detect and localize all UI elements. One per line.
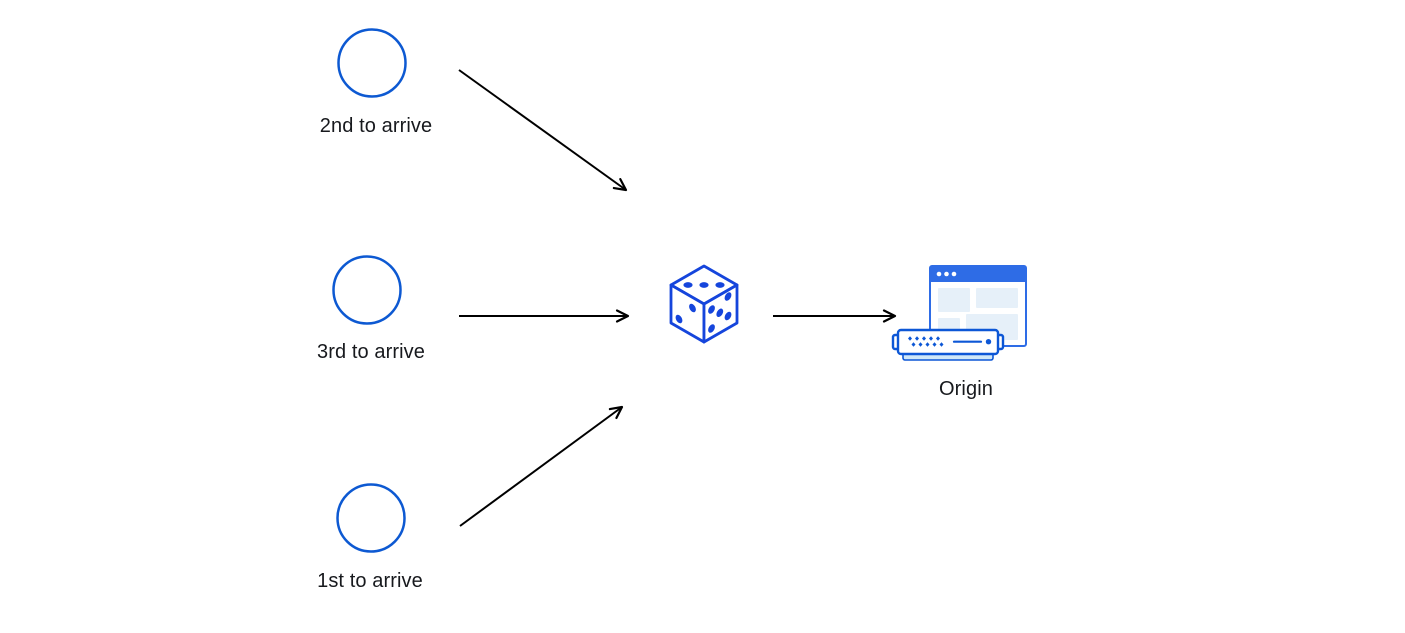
server-body <box>896 328 1000 356</box>
origin-server-browser-icon <box>891 265 1027 361</box>
client-node-2nd <box>336 27 408 104</box>
person-male-short-hair-avatar-icon <box>332 255 402 325</box>
avatar-ring <box>337 28 407 98</box>
person-male-quiff-avatar-icon <box>337 28 407 98</box>
arrow-client-3rd-to-die <box>459 309 630 323</box>
server-device <box>891 328 1005 361</box>
die-pips <box>675 282 732 333</box>
window-dots <box>936 271 957 277</box>
origin-node <box>890 264 1030 369</box>
avatar-ring <box>332 255 402 325</box>
client-label-1st: 1st to arrive <box>317 570 423 592</box>
client-node-1st <box>335 482 407 559</box>
server-indicator-dot <box>985 339 992 345</box>
server-vent-pattern <box>908 336 944 347</box>
arrow-client-2nd-to-die <box>458 69 628 192</box>
client-label-2nd: 2nd to arrive <box>319 115 433 137</box>
random-die-node <box>666 263 742 350</box>
arrow-client-1st-to-die <box>459 405 624 527</box>
person-female-bun-avatar-icon <box>336 483 406 553</box>
client-label-3rd: 3rd to arrive <box>316 341 425 363</box>
avatar-ring <box>336 483 406 553</box>
arrow-die-to-origin <box>773 309 897 323</box>
dice-icon <box>669 264 739 344</box>
client-node-3rd <box>331 254 403 331</box>
origin-label: Origin <box>939 378 993 400</box>
